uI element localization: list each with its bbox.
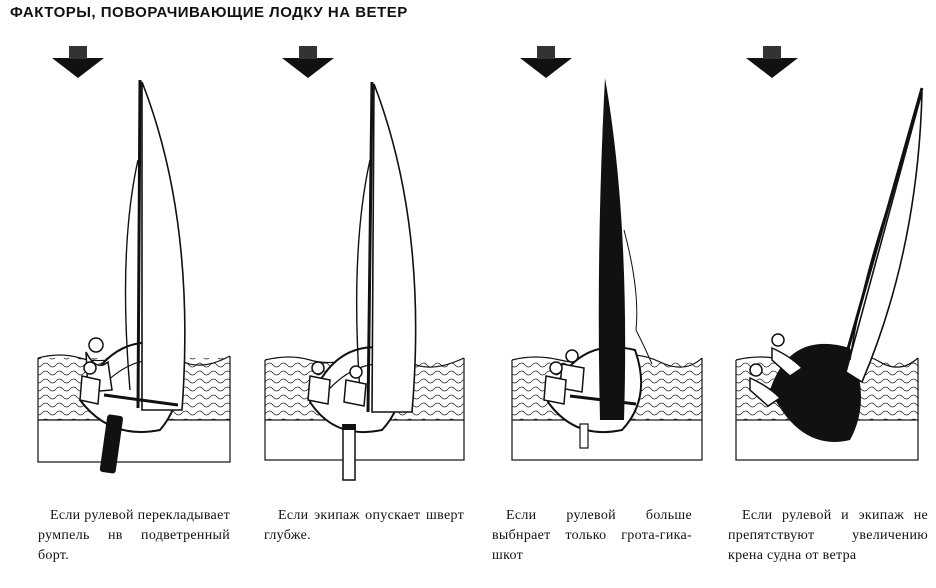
caption-panel-2: Если экипаж опускает шверт глубже.	[264, 508, 464, 543]
caption-panel-4: Если рулевой и экипаж не препятствуют ув…	[728, 508, 928, 563]
panel-1	[37, 46, 231, 474]
figure-title: ФАКТОРЫ, ПОВОРАЧИВАЮЩИЕ ЛОДКУ НА ВЕТЕР	[10, 4, 408, 21]
sailboat-illustration	[543, 78, 653, 449]
panel-4	[735, 46, 924, 461]
wind-arrow-icon	[52, 46, 104, 78]
wind-arrow-icon	[746, 46, 798, 78]
illustration	[37, 46, 924, 481]
panel-3	[511, 46, 703, 461]
sailboat-illustration	[78, 79, 186, 474]
sailboat-illustration	[307, 81, 417, 481]
sailboat-illustration	[749, 87, 924, 442]
panel-2	[264, 46, 465, 481]
caption-panel-3: Если рулевой больше выбнрает только грот…	[492, 508, 692, 563]
wind-arrow-icon	[282, 46, 334, 78]
wind-arrow-icon	[520, 46, 572, 78]
caption-panel-1: Если рулевой перекладывает румпель нв по…	[38, 508, 230, 563]
